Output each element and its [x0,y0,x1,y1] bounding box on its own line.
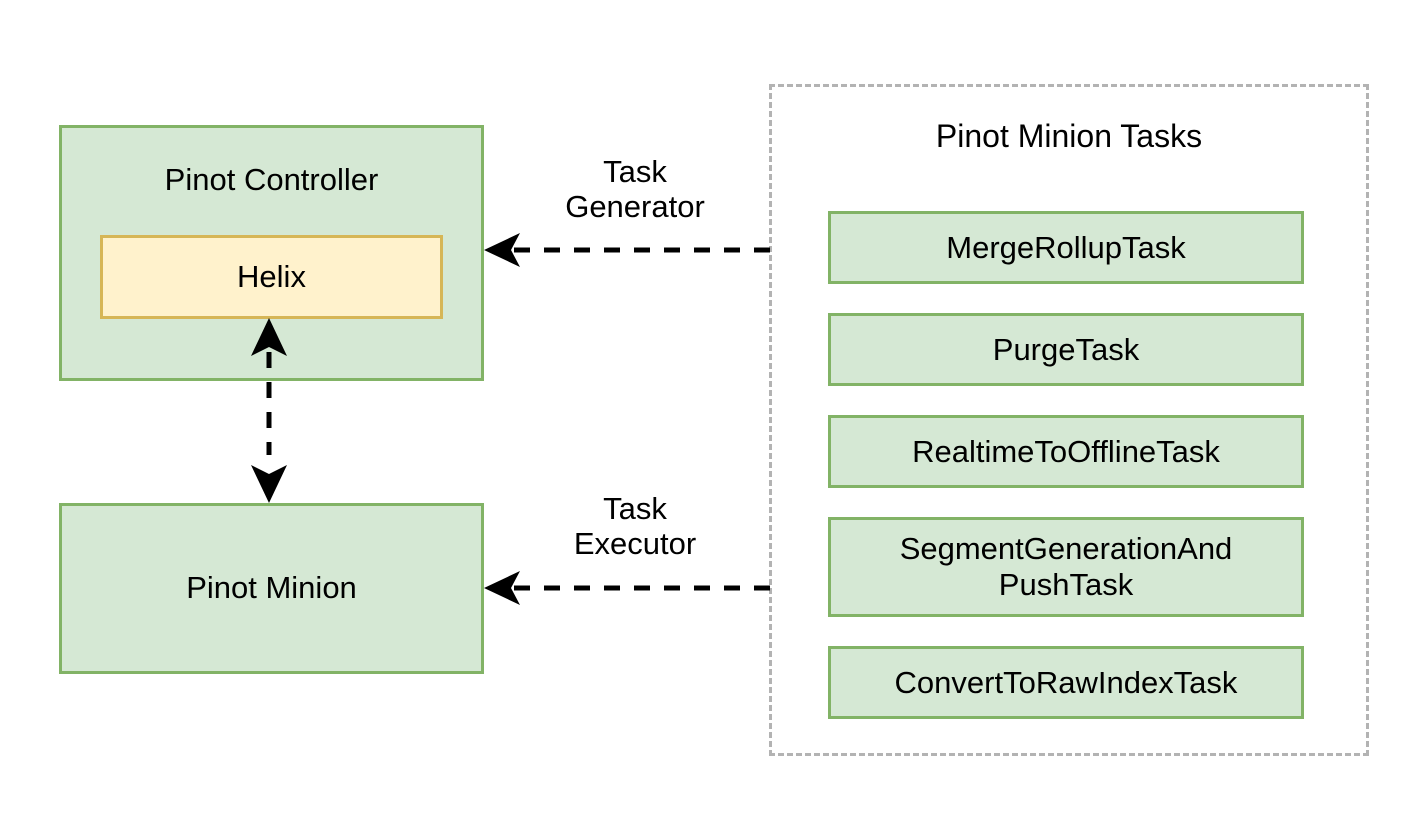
helix-node[interactable]: Helix [100,235,443,319]
edge-task-executor [484,571,770,605]
task-box-realtime-to-offline[interactable]: RealtimeToOfflineTask [828,415,1304,488]
edge-label-task-generator: Task Generator [565,154,705,224]
pinot-minion-node[interactable]: Pinot Minion [59,503,484,674]
task-box-merge-rollup[interactable]: MergeRollupTask [828,211,1304,284]
edge-task-generator [484,233,770,267]
edge-label-task-executor: Task Executor [573,491,697,561]
pinot-minion-tasks-group [769,84,1369,756]
task-list: MergeRollupTask PurgeTask RealtimeToOffl… [828,211,1304,719]
task-box-convert-to-raw-index[interactable]: ConvertToRawIndexTask [828,646,1304,719]
task-box-segment-generation-and-push[interactable]: SegmentGenerationAnd PushTask [828,517,1304,617]
task-box-purge[interactable]: PurgeTask [828,313,1304,386]
pinot-minion-tasks-title: Pinot Minion Tasks [935,118,1203,154]
pinot-controller-label: Pinot Controller [164,162,379,197]
